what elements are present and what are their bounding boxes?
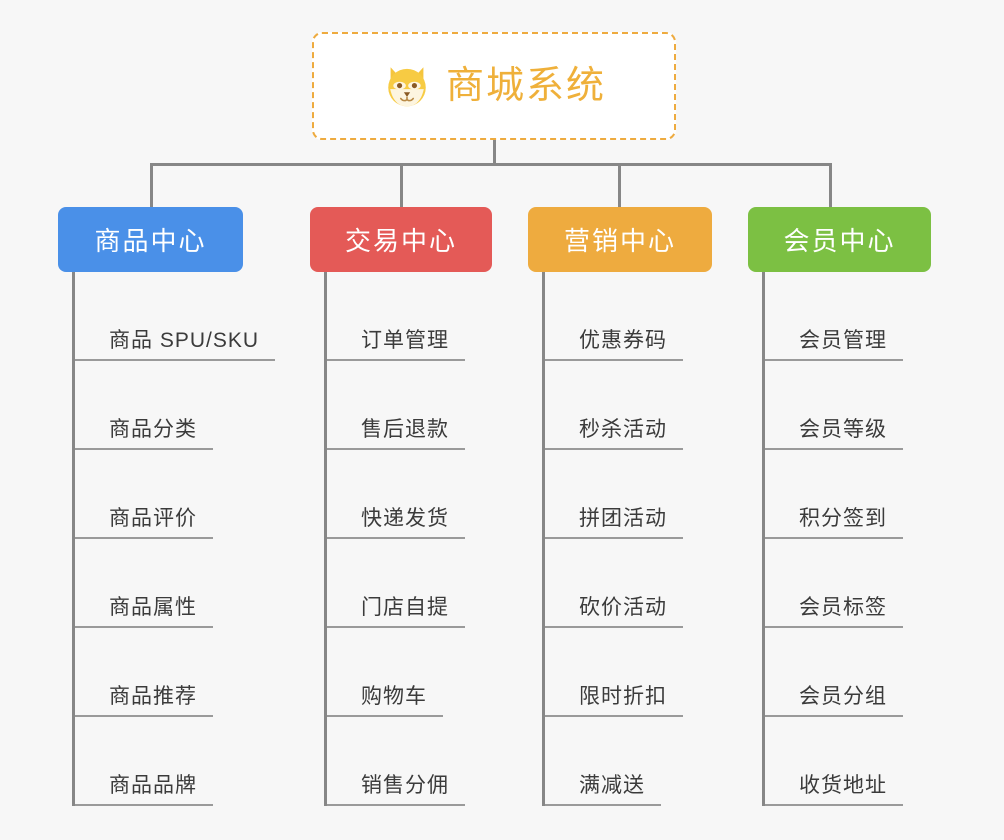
leaf-item[interactable]: 商品分类 [75, 361, 213, 450]
leaf-item[interactable]: 商品属性 [75, 539, 213, 628]
leaf-item-underline: 满减送 [545, 774, 661, 806]
leaf-item-label: 商品品牌 [109, 773, 197, 797]
leaf-item[interactable]: 会员分组 [765, 628, 903, 717]
leaf-item-underline: 商品评价 [75, 507, 213, 539]
leaf-item-label: 优惠券码 [579, 328, 667, 352]
leaf-item-underline: 优惠券码 [545, 329, 683, 361]
leaf-item[interactable]: 会员管理 [765, 272, 903, 361]
leaf-item-label: 会员等级 [799, 417, 887, 441]
connector-drop-1 [150, 163, 153, 209]
category-box-1[interactable]: 商品中心 [58, 207, 243, 272]
root-node-shop-system[interactable]: 商城系统 [312, 32, 676, 140]
leaf-item[interactable]: 秒杀活动 [545, 361, 683, 450]
category-label-2: 交易中心 [344, 226, 457, 256]
leaf-item-underline: 购物车 [327, 685, 443, 717]
category-label-1: 商品中心 [94, 226, 207, 256]
leaf-item-underline: 会员管理 [765, 329, 903, 361]
connector-drop-3 [618, 163, 621, 209]
leaf-item[interactable]: 商品推荐 [75, 628, 213, 717]
leaf-item-label: 商品 SPU/SKU [109, 328, 260, 352]
leaf-item[interactable]: 收货地址 [765, 717, 903, 806]
connector-drop-2 [400, 163, 403, 209]
leaf-item-label: 会员标签 [799, 595, 887, 619]
root-title: 商城系统 [445, 65, 606, 107]
leaf-item-label: 商品属性 [109, 595, 197, 619]
leaf-item[interactable]: 商品 SPU/SKU [75, 272, 276, 361]
leaf-item[interactable]: 门店自提 [327, 539, 465, 628]
leaf-item[interactable]: 拼团活动 [545, 450, 683, 539]
leaf-item-label: 秒杀活动 [579, 417, 667, 441]
branch-trunk-4 [762, 272, 765, 806]
leaf-item-underline: 会员等级 [765, 418, 903, 450]
leaf-item-underline: 收货地址 [765, 774, 903, 806]
leaf-item-label: 商品评价 [109, 506, 197, 530]
leaf-item-underline: 砍价活动 [545, 596, 683, 628]
leaf-item[interactable]: 商品品牌 [75, 717, 213, 806]
leaf-item-underline: 会员分组 [765, 685, 903, 717]
branch-trunk-3 [542, 272, 545, 806]
leaf-item-label: 会员分组 [799, 684, 887, 708]
leaf-item[interactable]: 会员标签 [765, 539, 903, 628]
branch-trunk-1 [72, 272, 75, 806]
leaf-item-label: 门店自提 [361, 595, 449, 619]
category-label-3: 营销中心 [563, 226, 676, 256]
connector-horizontal-bus [150, 163, 832, 166]
leaf-item-label: 购物车 [361, 684, 427, 708]
leaf-item[interactable]: 优惠券码 [545, 272, 683, 361]
shiba-dog-face-icon [388, 67, 426, 108]
leaf-item-underline: 拼团活动 [545, 507, 683, 539]
leaf-item[interactable]: 限时折扣 [545, 628, 683, 717]
leaf-item-label: 拼团活动 [579, 506, 667, 530]
leaf-item-underline: 限时折扣 [545, 685, 683, 717]
leaf-item-underline: 会员标签 [765, 596, 903, 628]
category-label-4: 会员中心 [783, 226, 896, 256]
leaf-item-label: 积分签到 [799, 506, 887, 530]
leaf-item-underline: 积分签到 [765, 507, 903, 539]
leaf-item[interactable]: 商品评价 [75, 450, 213, 539]
leaf-item[interactable]: 积分签到 [765, 450, 903, 539]
leaf-item-label: 商品推荐 [109, 684, 197, 708]
leaf-item-underline: 商品品牌 [75, 774, 213, 806]
leaf-item-label: 砍价活动 [579, 595, 667, 619]
leaf-item-underline: 商品推荐 [75, 685, 213, 717]
leaf-item-underline: 商品 SPU/SKU [75, 328, 276, 361]
leaf-item-underline: 商品属性 [75, 596, 213, 628]
leaf-item-label: 商品分类 [109, 417, 197, 441]
leaf-item-label: 销售分佣 [361, 773, 449, 797]
connector-drop-4 [829, 163, 832, 209]
leaf-item-label: 限时折扣 [579, 684, 667, 708]
leaf-item-underline: 快递发货 [327, 507, 465, 539]
leaf-item-label: 满减送 [579, 773, 645, 797]
connector-root-stem [493, 140, 496, 166]
leaf-item[interactable]: 售后退款 [327, 361, 465, 450]
leaf-item-underline: 售后退款 [327, 418, 465, 450]
leaf-item[interactable]: 订单管理 [327, 272, 465, 361]
leaf-item[interactable]: 会员等级 [765, 361, 903, 450]
leaf-item-label: 订单管理 [361, 328, 449, 352]
leaf-item-underline: 商品分类 [75, 418, 213, 450]
leaf-item-underline: 订单管理 [327, 329, 465, 361]
leaf-item-label: 会员管理 [799, 328, 887, 352]
category-box-2[interactable]: 交易中心 [310, 207, 492, 272]
leaf-item-underline: 门店自提 [327, 596, 465, 628]
branch-trunk-2 [324, 272, 327, 806]
leaf-item-underline: 秒杀活动 [545, 418, 683, 450]
category-box-3[interactable]: 营销中心 [528, 207, 712, 272]
leaf-item-underline: 销售分佣 [327, 774, 465, 806]
leaf-item[interactable]: 满减送 [545, 717, 661, 806]
leaf-item[interactable]: 销售分佣 [327, 717, 465, 806]
leaf-item-label: 收货地址 [799, 773, 887, 797]
leaf-item[interactable]: 砍价活动 [545, 539, 683, 628]
leaf-item[interactable]: 快递发货 [327, 450, 465, 539]
category-box-4[interactable]: 会员中心 [748, 207, 931, 272]
leaf-item-label: 售后退款 [361, 417, 449, 441]
leaf-item[interactable]: 购物车 [327, 628, 443, 717]
leaf-item-label: 快递发货 [361, 506, 449, 530]
